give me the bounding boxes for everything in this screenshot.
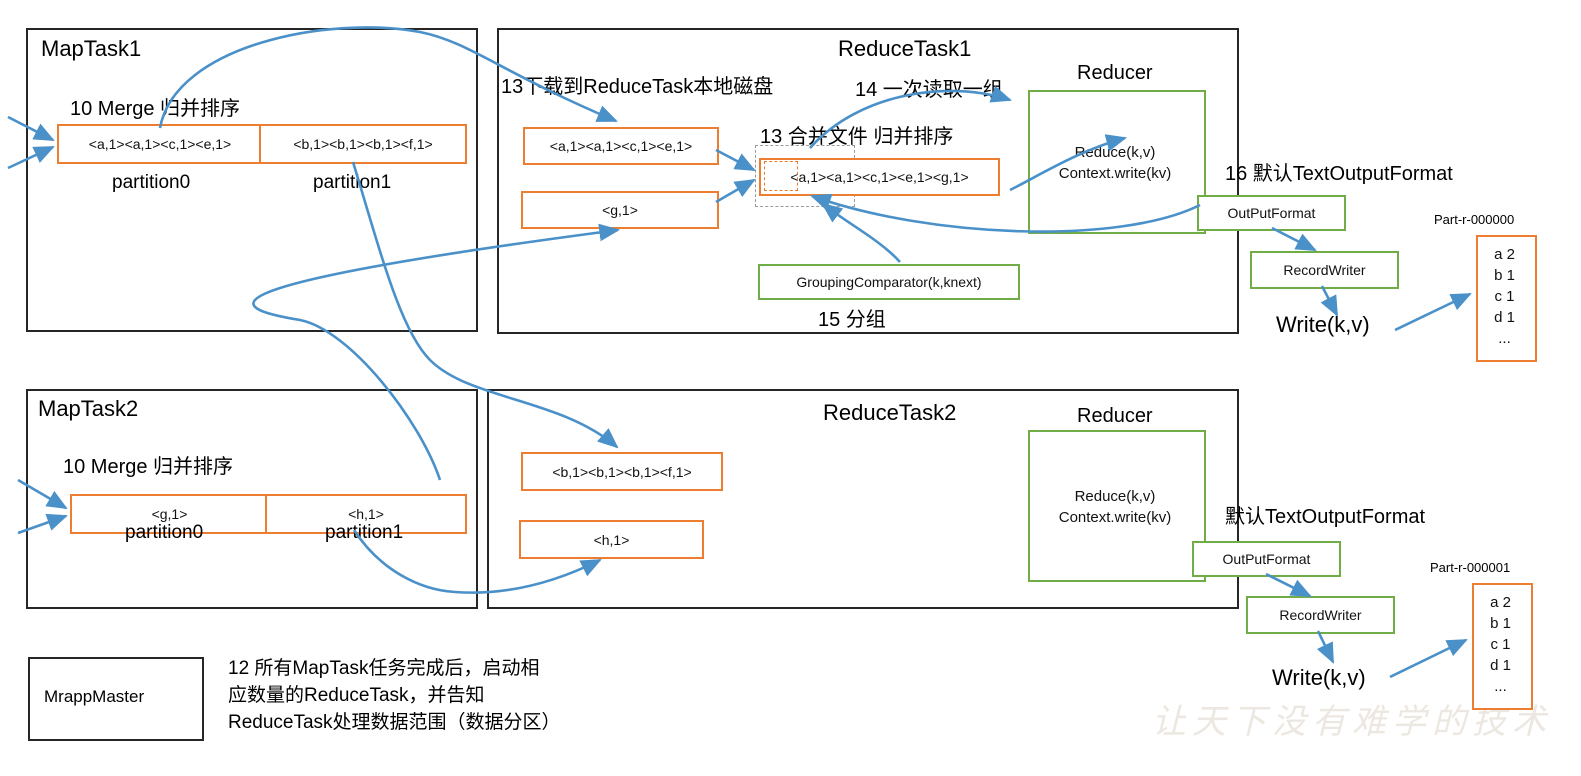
output1-part-name: Part-r-000000	[1434, 212, 1515, 227]
grouping-comparator-box: GroupingComparator(k,knext)	[758, 264, 1020, 300]
maptask2-partition1-label: partition1	[325, 522, 404, 543]
maptask1-partition0-label: partition0	[112, 172, 191, 193]
output1-write-label: Write(k,v)	[1276, 312, 1370, 337]
current-key-highlight	[764, 161, 798, 191]
reducetask1-file-1: <g,1>	[521, 191, 719, 229]
reducer1-code: Reduce(k,v) Context.write(kv)	[1033, 140, 1197, 186]
reducer2-code-line2: Context.write(kv)	[1058, 509, 1172, 526]
reducer2-code: Reduce(k,v) Context.write(kv)	[1033, 484, 1197, 530]
reducetask2-container	[487, 389, 1239, 609]
reducetask2-file-1-content: <h,1>	[593, 531, 630, 548]
reducetask2-file-0-content: <b,1><b,1><b,1><f,1>	[552, 463, 692, 480]
output2-recordwriter-label: RecordWriter	[1279, 607, 1362, 623]
output2-part-row: ...	[1494, 678, 1507, 695]
maptask2-title: MapTask2	[38, 396, 139, 421]
maptask2-partition0-content: <g,1>	[151, 506, 188, 522]
maptask1-container	[26, 28, 478, 332]
output2-outputformat-box: OutPutFormat	[1192, 541, 1341, 577]
reducetask1-merged-content: <a,1><a,1><c,1><e,1><g,1>	[790, 169, 969, 185]
maptask1-merge-label: 10 Merge 归并排序	[70, 98, 241, 120]
output2-part-row: b 1	[1490, 615, 1511, 632]
output1-part-row: a 2	[1494, 246, 1515, 263]
reducetask1-file-1-content: <g,1>	[602, 202, 638, 218]
output1-part-row: b 1	[1494, 267, 1515, 284]
output1-part-file-box	[1476, 235, 1537, 362]
maptask2-partition0-label: partition0	[125, 522, 204, 543]
maptask1-partition1-label: partition1	[313, 172, 392, 193]
output2-format-label: 默认TextOutputFormat	[1225, 506, 1426, 528]
output2-part-name: Part-r-000001	[1430, 560, 1511, 575]
mrappmaster-box	[28, 657, 204, 741]
reducetask1-file-0: <a,1><a,1><c,1><e,1>	[523, 127, 719, 165]
maptask1-partition0-content: <a,1><a,1><c,1><e,1>	[88, 136, 232, 152]
mrappmaster-label: MrappMaster	[44, 687, 145, 706]
reducetask2-file-1: <h,1>	[519, 520, 704, 559]
maptask2-partition1-content: <h,1>	[348, 506, 384, 522]
output1-recordwriter-box: RecordWriter	[1250, 251, 1399, 289]
maptask1-partition0-box: <a,1><a,1><c,1><e,1>	[57, 124, 263, 164]
reducer2-title: Reducer	[1077, 405, 1153, 427]
maptask1-partition1-content: <b,1><b,1><b,1><f,1>	[293, 136, 433, 152]
reducetask1-group-label: 15 分组	[818, 309, 886, 331]
reducer2-box	[1028, 430, 1206, 582]
maptask1-title: MapTask1	[41, 36, 142, 61]
maptask2-partition-divider	[265, 494, 267, 530]
output1-part-row: c 1	[1494, 288, 1515, 305]
reducetask1-merged-box: <a,1><a,1><c,1><e,1><g,1>	[759, 158, 1000, 196]
output1-part-rows: a 2 b 1 c 1 d 1 ...	[1476, 235, 1533, 358]
output2-recordwriter-box: RecordWriter	[1246, 596, 1395, 634]
maptask1-partition1-box: <b,1><b,1><b,1><f,1>	[259, 124, 467, 164]
reducetask2-file-0: <b,1><b,1><b,1><f,1>	[521, 452, 723, 491]
grouping-comparator-label: GroupingComparator(k,knext)	[796, 274, 982, 290]
output2-part-row: d 1	[1490, 657, 1511, 674]
output1-outputformat-label: OutPutFormat	[1227, 205, 1316, 221]
reducer1-code-line1: Reduce(k,v)	[1074, 144, 1156, 161]
output1-part-row: ...	[1498, 330, 1511, 347]
reducer1-title: Reducer	[1077, 62, 1153, 84]
reducetask1-title: ReduceTask1	[838, 36, 972, 61]
maptask2-merge-label: 10 Merge 归并排序	[63, 456, 234, 478]
output2-write-label: Write(k,v)	[1272, 665, 1366, 690]
output2-part-file-box	[1472, 583, 1533, 710]
reducer1-code-line2: Context.write(kv)	[1058, 165, 1172, 182]
reducetask1-file-0-content: <a,1><a,1><c,1><e,1>	[549, 138, 693, 154]
output1-recordwriter-label: RecordWriter	[1283, 262, 1366, 278]
reducetask2-title: ReduceTask2	[823, 400, 957, 425]
reducetask1-read-group-label: 14 一次读取一组	[855, 79, 1003, 101]
maptask2-partition0-box: <g,1>	[70, 494, 269, 534]
output1-format-label: 16 默认TextOutputFormat	[1225, 163, 1453, 185]
reducetask1-download-label: 13下载到ReduceTask本地磁盘	[501, 76, 774, 98]
maptask1-partition-divider	[259, 124, 261, 160]
reducer2-code-line1: Reduce(k,v)	[1074, 488, 1156, 505]
output2-part-row: c 1	[1490, 636, 1511, 653]
output2-part-rows: a 2 b 1 c 1 d 1 ...	[1472, 583, 1529, 706]
output1-part-row: d 1	[1494, 309, 1515, 326]
output1-outputformat-box: OutPutFormat	[1197, 195, 1346, 231]
mrappmaster-note: 12 所有MapTask任务完成后，启动相 应数量的ReduceTask，并告知…	[228, 658, 561, 733]
output2-outputformat-label: OutPutFormat	[1222, 551, 1311, 567]
output2-part-row: a 2	[1490, 594, 1511, 611]
